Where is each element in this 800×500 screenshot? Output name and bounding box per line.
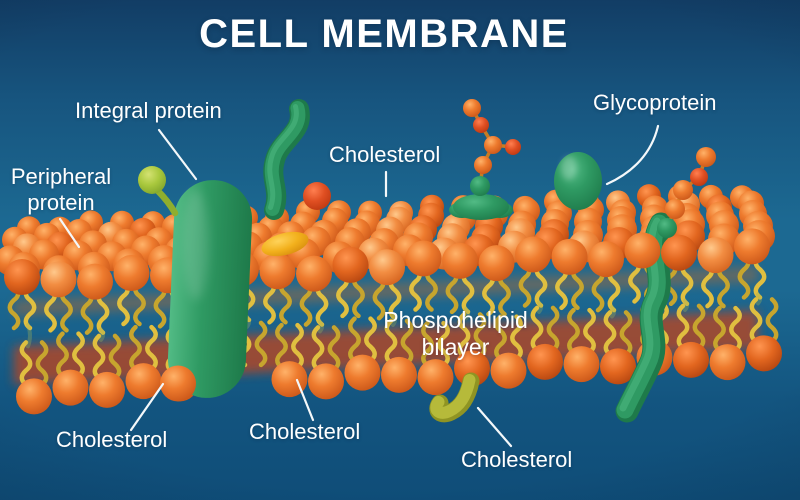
label-integral-protein: Integral protein <box>75 98 222 123</box>
glycoprotein-chain-center <box>463 99 521 196</box>
connector-peripheral-protein <box>58 217 81 249</box>
label-peripheral-protein: Peripheral protein <box>10 164 112 215</box>
integral-tube-protein <box>263 99 310 220</box>
label-cholesterol-top: Cholesterol <box>329 142 441 167</box>
label-cholesterol-bottom-right: Cholesterol <box>461 447 573 472</box>
glycoprotein-chain-right <box>657 147 716 238</box>
connector-cholesterol-bottom-right <box>476 406 513 448</box>
connector-glycoprotein <box>605 124 660 186</box>
connector-cholesterol-bottom-left <box>129 382 165 432</box>
surface-red-sphere <box>303 182 331 210</box>
integral-protein-shape <box>160 180 253 402</box>
embedded-cholesterol-yellow <box>261 231 309 257</box>
label-glycoprotein: Glycoprotein <box>593 90 717 115</box>
label-cholesterol-bottom-mid: Cholesterol <box>249 419 361 444</box>
connector-integral-protein <box>157 128 198 181</box>
cholesterol-tube-shape <box>429 372 480 423</box>
peripheral-protein-shape <box>138 166 179 217</box>
connector-cholesterol-bottom-mid <box>295 378 315 422</box>
label-phospholipid-bilayer: Phospohelipid bilayer <box>383 307 528 361</box>
label-cholesterol-bottom-left: Cholesterol <box>56 427 168 452</box>
label-connector-lines <box>58 124 660 448</box>
diagram-title: CELL MEMBRANE <box>199 12 569 56</box>
glycoprotein-base-proteins <box>449 152 602 220</box>
bottom-heads-row <box>16 335 782 415</box>
